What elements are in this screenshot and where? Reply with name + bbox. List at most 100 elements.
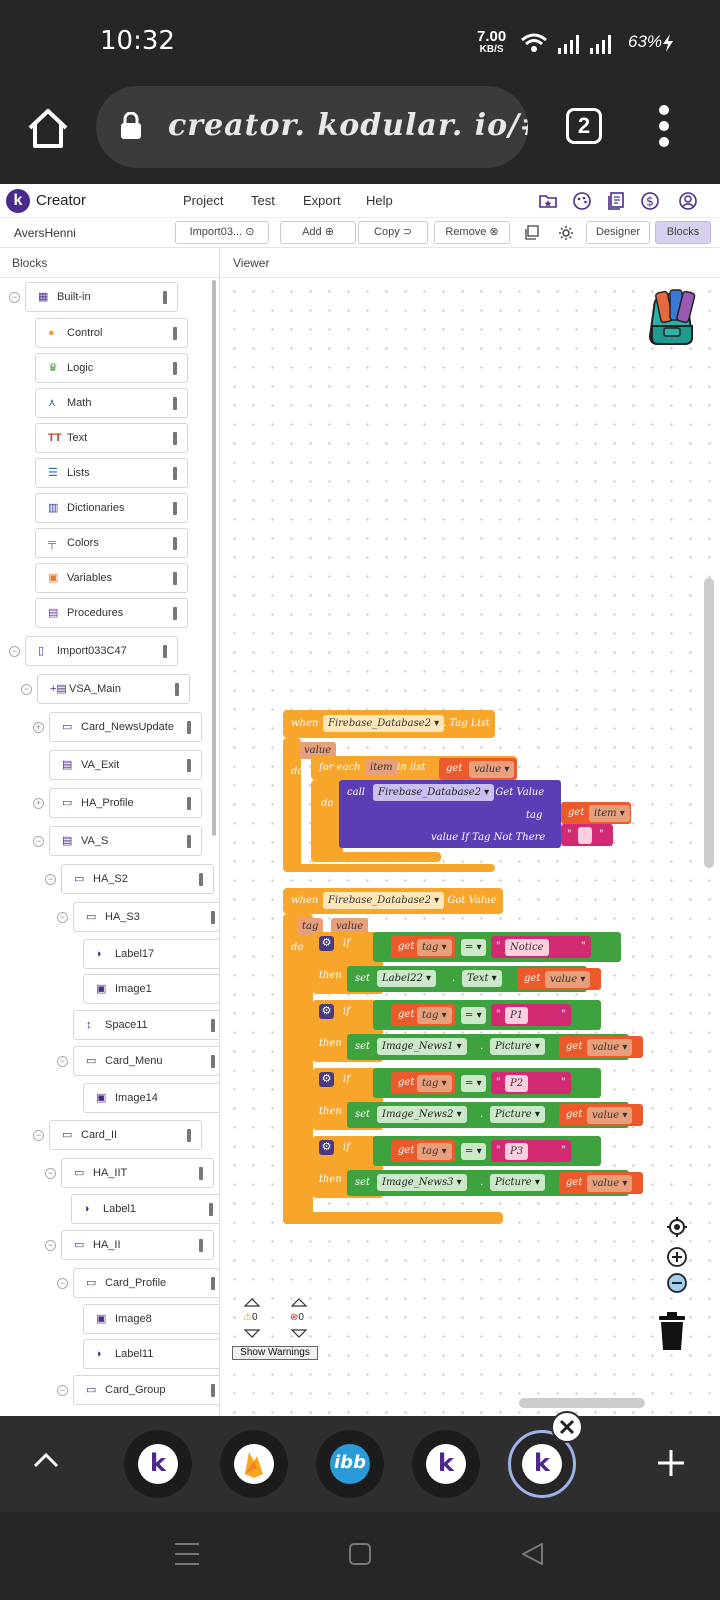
variable-dropdown[interactable]: value ▾ [545,971,591,988]
property-dropdown[interactable]: Picture ▾ [490,1106,545,1123]
warning-nav-arrows-icon[interactable] [243,1298,261,1338]
mutator-gear-icon[interactable]: ⚙ [319,936,334,951]
tab-firebase[interactable] [220,1430,288,1498]
back-icon[interactable] [520,1542,544,1566]
tab-kodular-2[interactable]: k [412,1430,480,1498]
recenter-icon[interactable] [666,1216,688,1238]
tree-item-va-s[interactable]: ▤VA_S [49,826,202,856]
add-screen-button[interactable]: Add ⊕ [280,221,356,244]
screen-select[interactable]: Import03... ⊙ [175,221,269,244]
copy-screen-button[interactable]: Copy ⊃ [358,221,428,244]
drag-handle[interactable] [173,572,177,585]
tree-item-ha-s3[interactable]: ▭HA_S3 [73,902,219,932]
drag-handle[interactable] [211,1384,215,1397]
tree-item-card-ii[interactable]: ▭Card_II [49,1120,202,1150]
text-value[interactable]: P3 [505,1143,529,1160]
settings-gear-icon[interactable] [558,225,574,241]
text-value[interactable]: Notice [505,939,549,956]
nav-project[interactable]: Project [183,193,224,208]
more-menu-icon[interactable] [658,104,670,148]
property-dropdown[interactable]: Text ▾ [462,970,502,987]
kodular-logo-icon[interactable]: k [6,189,30,213]
collapse-toggle[interactable]: − [33,1130,44,1141]
drag-handle[interactable] [163,645,167,658]
component-dropdown[interactable]: Image_News3 ▾ [377,1174,467,1191]
tree-item-math[interactable]: ⋏Math [35,388,188,418]
component-dropdown[interactable]: Image_News1 ▾ [377,1038,467,1055]
recent-apps-icon[interactable] [174,1542,200,1566]
folder-star-icon[interactable] [538,191,558,211]
zoom-in-icon[interactable] [666,1246,688,1268]
variable-dropdown[interactable]: value ▾ [469,761,515,778]
event-param-tag[interactable]: tag [297,918,324,935]
empty-text-block[interactable]: " " [561,824,613,846]
drag-handle[interactable] [187,797,191,810]
drag-handle[interactable] [199,1167,203,1180]
backpack-icon[interactable] [640,286,704,350]
mutator-gear-icon[interactable]: ⚙ [319,1004,334,1019]
designer-button[interactable]: Designer [586,221,650,244]
drag-handle[interactable] [173,537,177,550]
documents-icon[interactable] [606,191,626,211]
tree-item-variables[interactable]: ▣Variables [35,563,188,593]
show-warnings-button[interactable]: Show Warnings [232,1346,318,1360]
collapse-toggle[interactable]: − [57,1385,68,1396]
drag-handle[interactable] [173,397,177,410]
drag-handle[interactable] [211,1055,215,1068]
nav-test[interactable]: Test [251,193,275,208]
variable-dropdown[interactable]: value ▾ [587,1107,633,1124]
drag-handle[interactable] [173,467,177,480]
tree-item-label17[interactable]: ◗Label17 [83,939,219,969]
tree-item-image14[interactable]: ▣Image14 [83,1083,219,1113]
home-icon[interactable] [26,106,70,150]
component-dropdown[interactable]: Image_News2 ▾ [377,1106,467,1123]
tab-kodular-1[interactable]: k [124,1430,192,1498]
tree-item-logic[interactable]: ♛Logic [35,353,188,383]
tree-item-card-group[interactable]: ▭Card_Group [73,1375,219,1405]
event-param-value[interactable]: value [331,918,369,935]
tree-item-card-profile[interactable]: ▭Card_Profile [73,1268,219,1298]
nav-export[interactable]: Export [303,193,341,208]
tree-item-va-exit[interactable]: ▤VA_Exit [49,750,202,780]
tree-item-image1[interactable]: ▣Image1 [83,974,219,1004]
expand-toggle[interactable]: + [33,722,44,733]
tree-item-screen[interactable]: ▯Import033C47 [25,636,178,666]
text-value[interactable]: P2 [505,1075,529,1092]
variable-dropdown[interactable]: tag ▾ [417,1143,452,1160]
tree-item-vsa-main[interactable]: +▤VSA_Main [37,674,190,704]
new-tab-plus-icon[interactable] [656,1448,686,1478]
layers-icon[interactable] [524,225,540,241]
tree-item-label11[interactable]: ◗Label11 [83,1339,219,1369]
tree-item-card-newsupdate[interactable]: ▭Card_NewsUpdate [49,712,202,742]
text-value[interactable]: P1 [505,1007,529,1024]
drag-handle[interactable] [211,911,215,924]
drag-handle[interactable] [209,1203,213,1216]
event-param-value[interactable]: value [299,742,337,759]
collapse-toggle[interactable]: − [9,646,20,657]
drag-handle[interactable] [187,721,191,734]
error-nav-arrows-icon[interactable] [290,1298,308,1338]
close-tab-icon[interactable] [550,1410,584,1444]
tree-scrollbar[interactable] [212,280,216,836]
variable-dropdown[interactable]: tag ▾ [417,1075,452,1092]
event-block-tag-list[interactable]: when Firebase_Database2 ▾ . Tag List [283,710,495,738]
tab-imgbb[interactable]: ibb [316,1430,384,1498]
component-dropdown[interactable]: Firebase_Database2 ▾ [323,715,445,732]
text-value[interactable] [578,827,592,844]
tree-item-ha-s2[interactable]: ▭HA_S2 [61,864,214,894]
tree-item-space11[interactable]: ↕Space11 [73,1010,219,1040]
variable-dropdown[interactable]: tag ▾ [417,1007,452,1024]
property-dropdown[interactable]: Picture ▾ [490,1038,545,1055]
drag-handle[interactable] [199,1239,203,1252]
collapse-toggle[interactable]: − [45,874,56,885]
remove-screen-button[interactable]: Remove ⊗ [434,221,510,244]
